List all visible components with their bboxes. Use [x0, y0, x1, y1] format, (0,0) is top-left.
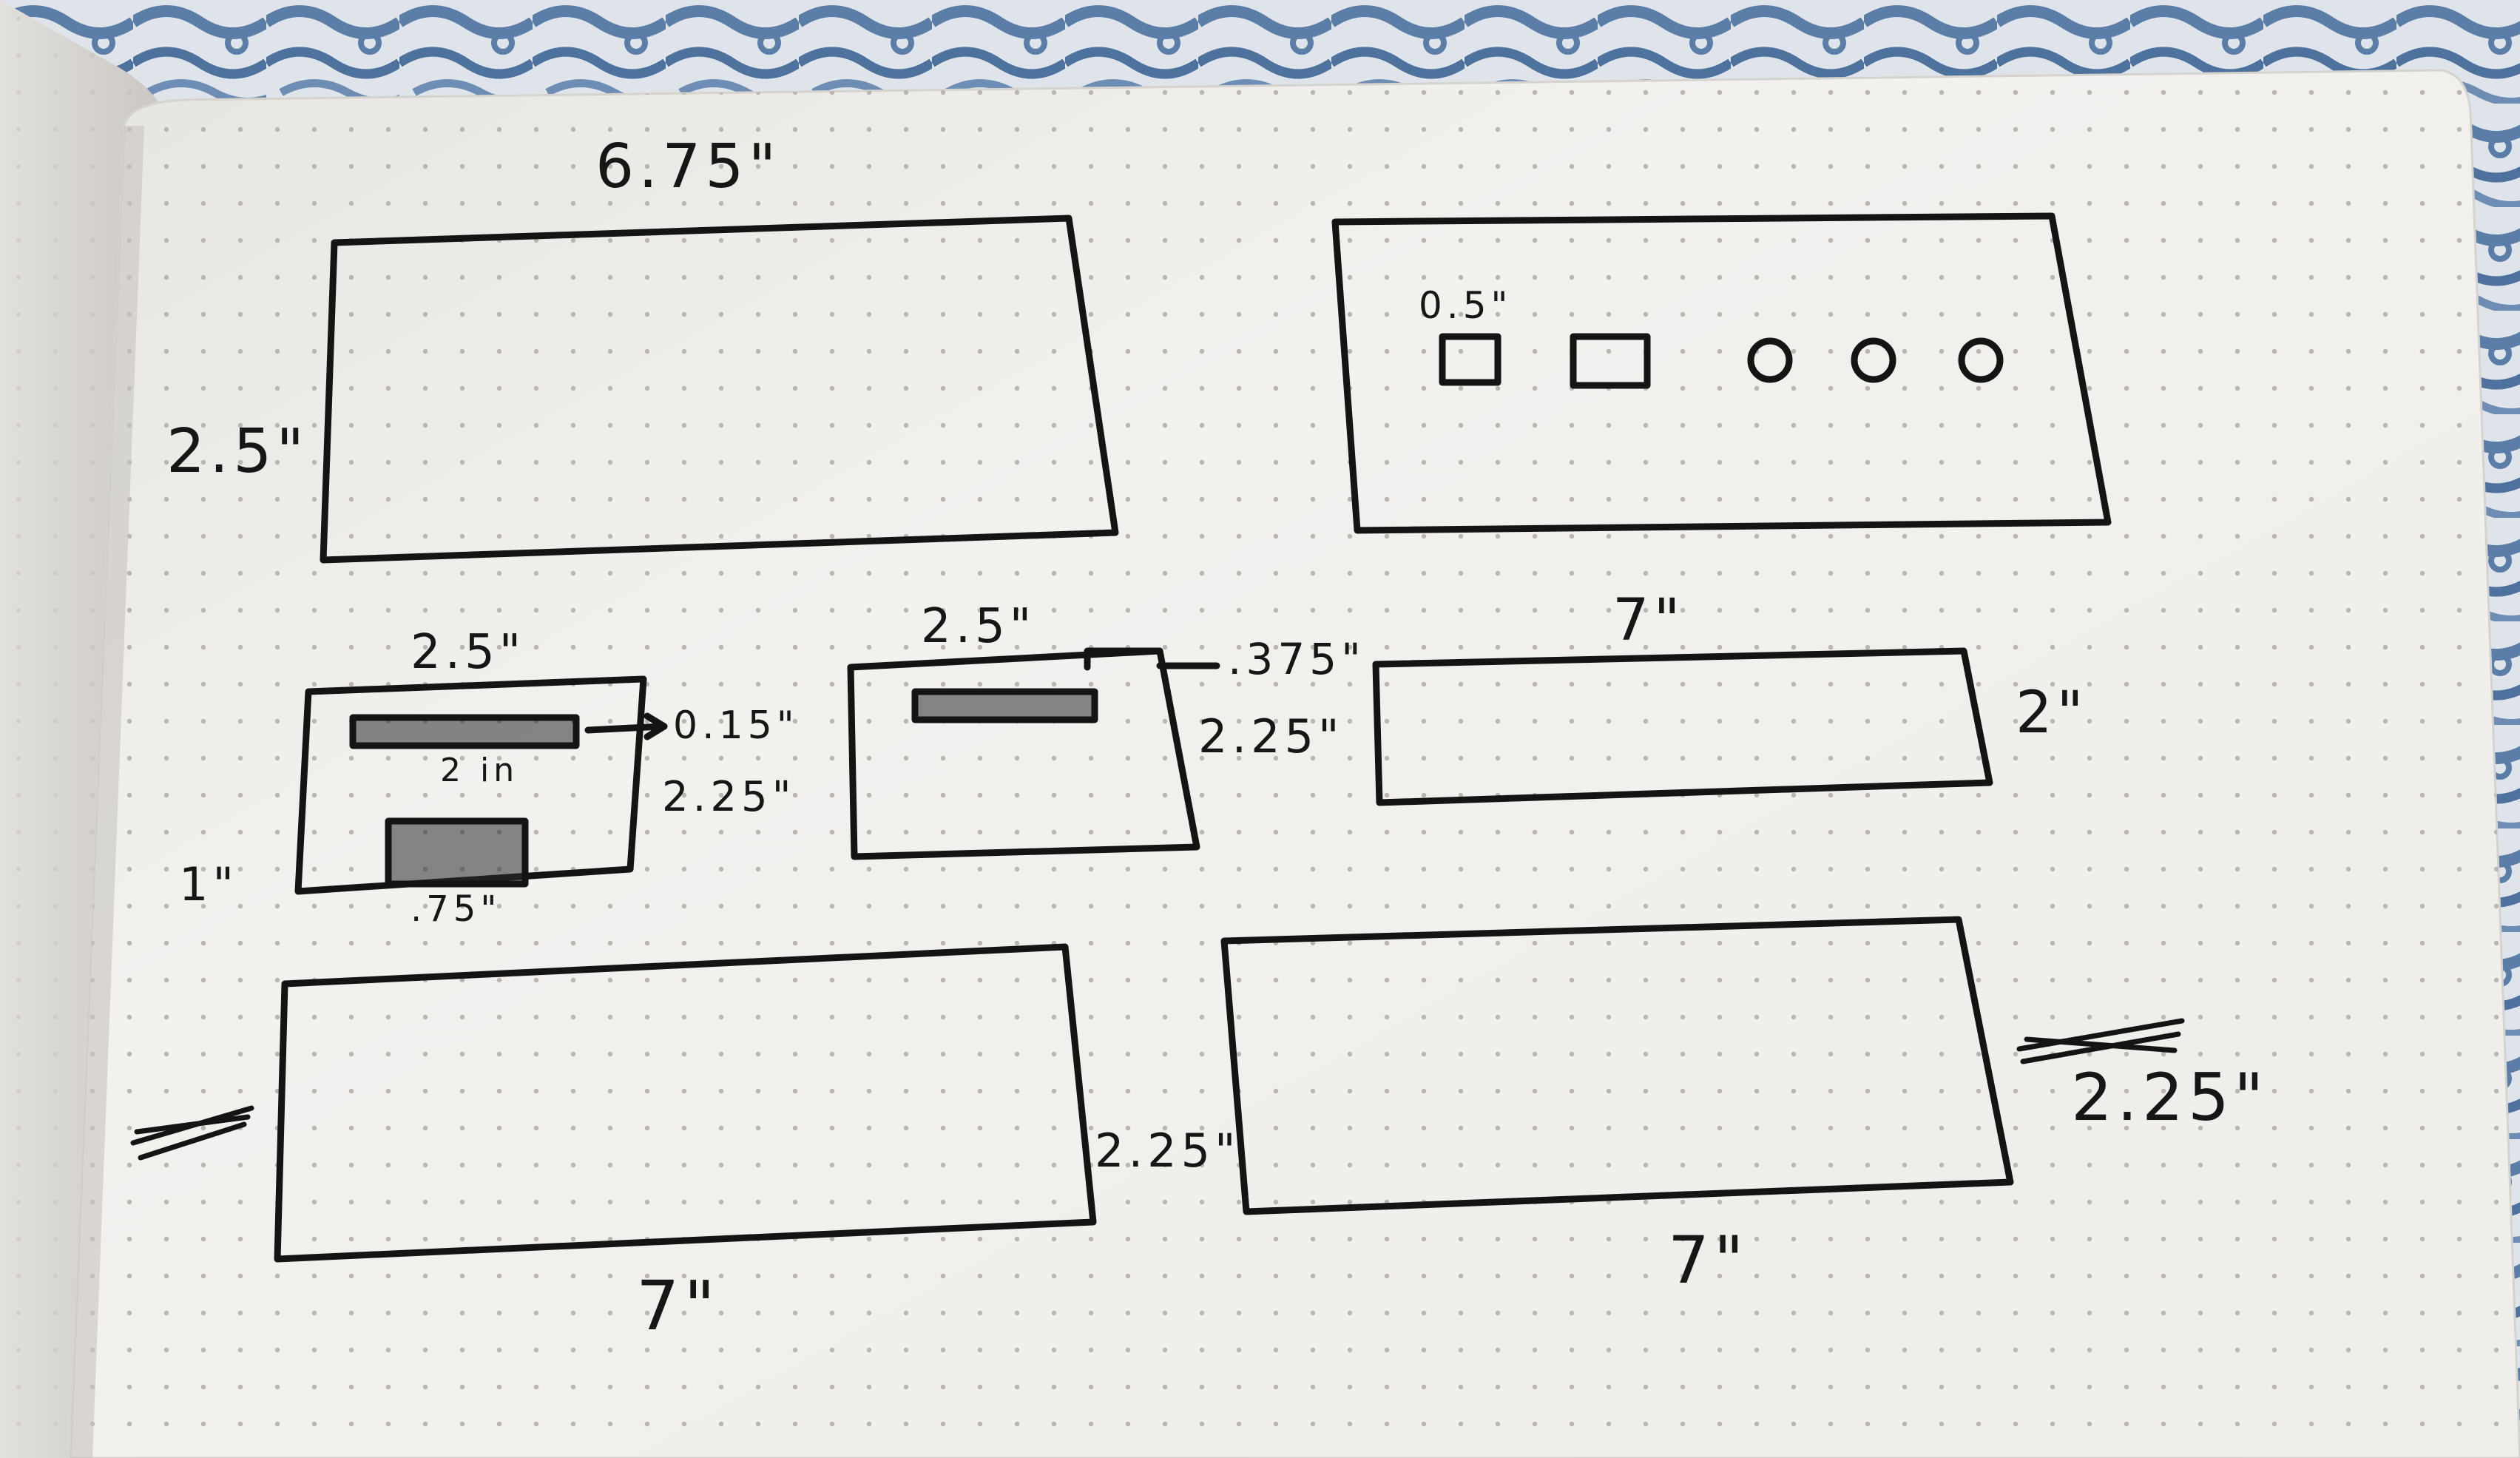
- hole-square-2: [1570, 333, 1651, 389]
- hole-circle-1: [1747, 337, 1793, 383]
- label-mid-a-depth: 2.25": [662, 773, 796, 821]
- arrow-mid-a: [584, 712, 668, 740]
- rect-top-left: [320, 215, 1119, 564]
- label-top-left-width: 6.75": [595, 132, 781, 202]
- rect-bottom-right: [1220, 916, 2014, 1215]
- label-top-left-height: 2.5": [166, 416, 309, 487]
- scribble-bottom-right: [2016, 1018, 2185, 1064]
- label-mid-a-height: 1": [179, 857, 238, 911]
- notch-mid-a: [385, 817, 529, 888]
- label-mid-c-height: 2": [2016, 680, 2088, 746]
- label-mid-c-width: 7": [1612, 587, 1685, 654]
- rect-mid-b: [847, 647, 1200, 860]
- label-bottom-left-width: 7": [636, 1266, 720, 1346]
- label-bottom-left-height: 2.25": [1095, 1124, 1240, 1178]
- label-mid-b-width: 2.5": [921, 599, 1036, 654]
- page-dot-grid: [70, 70, 2520, 1458]
- binding-shadow: [70, 126, 144, 1458]
- label-mid-a-notch: .75": [411, 888, 501, 930]
- scribble-bottom-left: [130, 1105, 254, 1161]
- rect-mid-a: [294, 675, 647, 895]
- ink-drawings: [130, 212, 2185, 1263]
- rect-bottom-left: [274, 943, 1097, 1263]
- label-mid-a-slot-width: 2 in: [440, 752, 519, 789]
- label-bottom-right-width: 7": [1668, 1222, 1749, 1298]
- label-top-right-hole: 0.5": [1419, 284, 1513, 327]
- hole-circle-2: [1851, 337, 1896, 383]
- label-mid-a-slot-height: 0.15": [673, 703, 799, 748]
- tab-mid-b: [1084, 647, 1163, 671]
- rect-top-right: [1331, 212, 2112, 534]
- label-bottom-right-height: 2.25": [2071, 1059, 2269, 1135]
- hole-circle-3: [1958, 337, 2004, 383]
- label-mid-b-offset: .375": [1228, 634, 1365, 684]
- label-mid-a-width: 2.5": [411, 625, 526, 680]
- rect-mid-c: [1372, 647, 1993, 806]
- hole-square-1: [1439, 333, 1501, 386]
- slot-mid-a: [349, 714, 580, 749]
- slot-mid-b: [911, 688, 1098, 723]
- label-mid-b-depth: 2.25": [1198, 709, 1344, 763]
